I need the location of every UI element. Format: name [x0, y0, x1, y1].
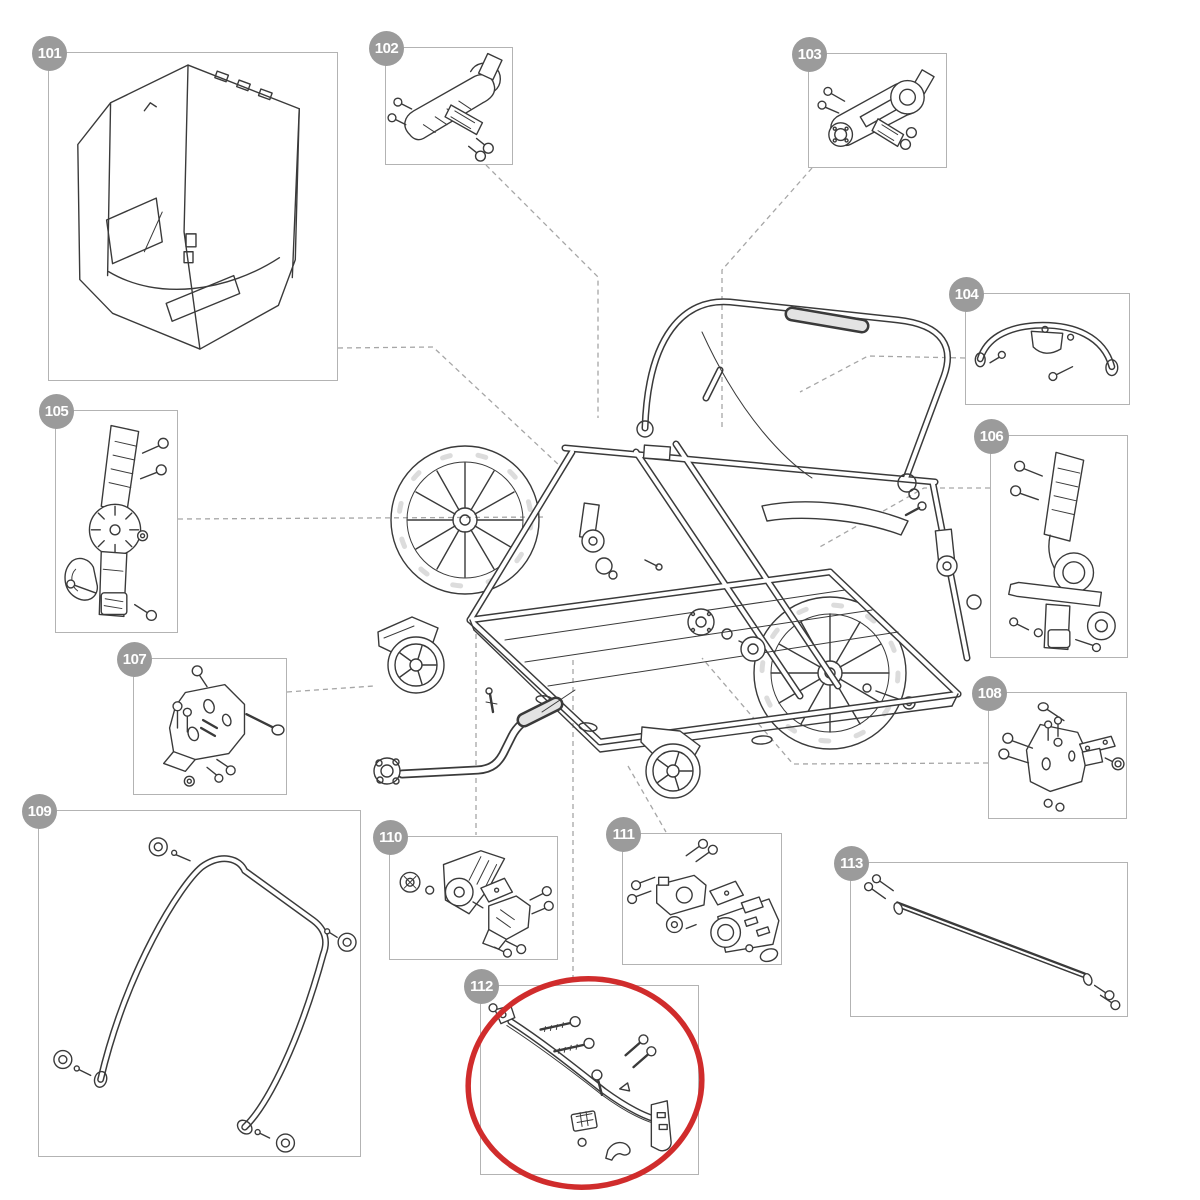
part-number: 107	[122, 651, 147, 668]
part-number: 106	[979, 428, 1004, 445]
leader-106	[817, 487, 990, 549]
part-107-drawing	[162, 665, 285, 787]
part-number: 110	[379, 829, 402, 846]
part-number: 108	[977, 685, 1002, 702]
part-112-drawing	[488, 1003, 672, 1161]
part-102-drawing	[387, 52, 503, 162]
part-number: 109	[27, 803, 52, 820]
part-number-badge: 109	[22, 794, 57, 829]
part-box-102[interactable]: 102	[369, 31, 513, 165]
leader-104	[799, 355, 966, 393]
frame-tubes	[466, 298, 971, 746]
leader-102	[485, 164, 599, 418]
part-box-107[interactable]: 107	[117, 642, 287, 795]
part-101-drawing	[77, 64, 300, 350]
tow-bar	[373, 687, 576, 785]
part-number-badge: 107	[117, 642, 152, 677]
part-number-badge: 102	[369, 31, 404, 66]
part-109-drawing	[53, 837, 357, 1153]
part-number: 105	[44, 403, 69, 420]
part-box-110[interactable]: 110	[373, 820, 558, 960]
part-number: 104	[954, 286, 979, 303]
part-number-badge: 112	[464, 969, 499, 1004]
part-box-113[interactable]: 113	[834, 846, 1128, 1017]
frame-details	[469, 331, 959, 753]
part-number-badge: 106	[974, 419, 1009, 454]
leader-111	[627, 765, 667, 833]
part-number: 111	[612, 826, 635, 843]
part-103-drawing	[817, 69, 935, 151]
leader-101	[337, 346, 561, 467]
leader-lines	[177, 164, 990, 984]
part-box-109[interactable]: 109	[22, 794, 361, 1157]
part-number-badge: 113	[834, 846, 869, 881]
part-box-103[interactable]: 103	[792, 37, 947, 168]
left-wheel-drawing	[390, 445, 540, 595]
part-number: 103	[797, 46, 822, 63]
part-106-drawing	[1008, 451, 1116, 653]
right-wheel-drawing	[753, 596, 916, 750]
part-number: 112	[470, 978, 493, 995]
part-box-106[interactable]: 106	[974, 419, 1128, 658]
left-caster-wheel	[377, 616, 445, 694]
part-box-101[interactable]: 101	[32, 36, 338, 381]
part-box-104[interactable]: 104	[949, 277, 1130, 405]
leader-108	[701, 657, 989, 765]
recline-mechanisms	[578, 502, 982, 610]
part-108-drawing	[998, 702, 1125, 812]
main-frame-assembly	[373, 298, 982, 799]
part-number-badge: 105	[39, 394, 74, 429]
part-number: 102	[374, 40, 399, 57]
part-number-badge: 103	[792, 37, 827, 72]
part-number-badge: 101	[32, 36, 67, 71]
part-box-108[interactable]: 108	[972, 676, 1127, 819]
part-110-drawing	[399, 850, 554, 958]
part-number-badge: 111	[606, 817, 641, 852]
part-104-drawing	[974, 321, 1119, 382]
leader-107	[286, 685, 375, 693]
right-caster-wheel	[640, 726, 701, 799]
rear-hub-parts	[687, 608, 766, 662]
part-box-111[interactable]: 111	[606, 817, 782, 965]
part-113-drawing	[863, 874, 1121, 1011]
part-number-badge: 108	[972, 676, 1007, 711]
part-number: 101	[37, 45, 62, 62]
leader-103	[721, 167, 813, 430]
part-105-drawing	[64, 424, 169, 622]
part-box-105[interactable]: 105	[39, 394, 178, 633]
part-number-badge: 110	[373, 820, 408, 855]
part-111-drawing	[626, 838, 780, 963]
part-box-112[interactable]: 112	[464, 969, 699, 1175]
part-number-badge: 104	[949, 277, 984, 312]
leader-105	[177, 516, 547, 520]
part-number: 113	[840, 855, 863, 872]
